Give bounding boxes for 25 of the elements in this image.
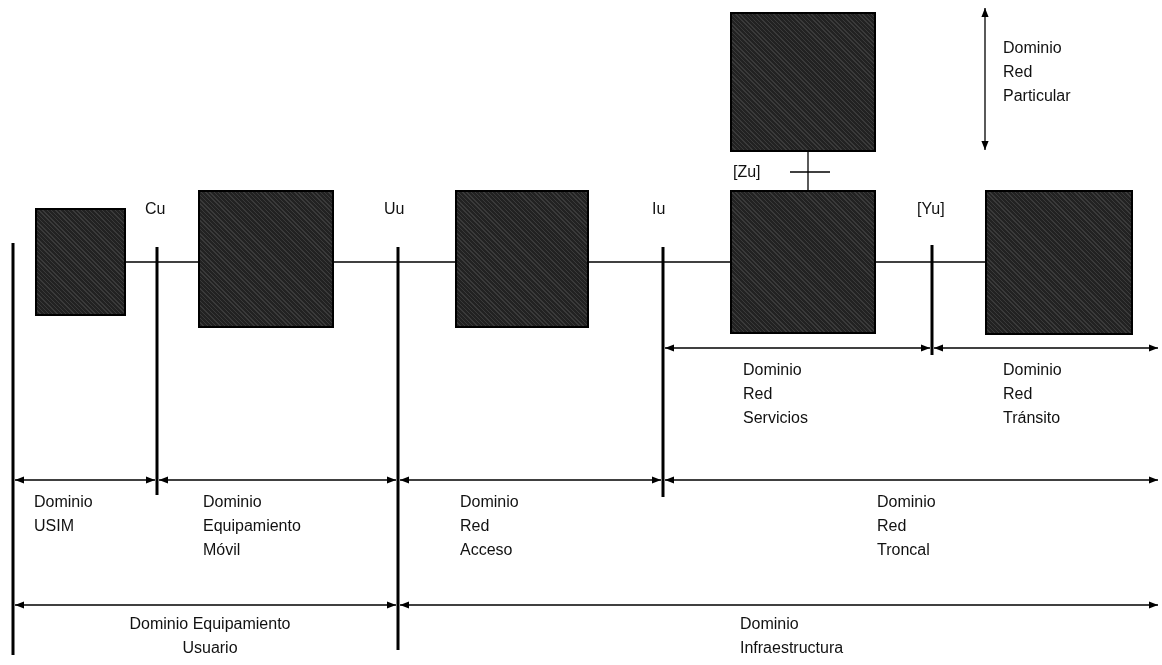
domain-label: Dominio Red Particular [1003,38,1071,106]
connector-line [125,261,199,263]
interface-label: [Yu] [917,199,945,219]
connector-line [588,261,731,263]
domain-label: Dominio Red Servicios [743,360,808,428]
interface-label: Cu [145,199,166,219]
connector-line [333,261,456,263]
filled-block [985,190,1133,335]
domain-label: Dominio Equipamiento Móvil [203,492,301,560]
connector-line [875,261,986,263]
domain-label: Dominio USIM [34,492,93,536]
filled-block [35,208,126,316]
domain-label: Dominio Red Troncal [877,492,936,560]
filled-block [198,190,334,328]
interface-label: Uu [384,199,405,219]
domain-label: Dominio Red Acceso [460,492,519,560]
domain-label: Dominio Red Tránsito [1003,360,1062,428]
interface-label: [Zu] [733,162,761,182]
filled-block [730,190,876,334]
domain-label: Dominio Infraestructura [740,614,844,658]
interface-label: Iu [652,199,666,219]
connector-line [807,151,809,191]
domain-label: Dominio Equipamiento Usuario [128,614,292,658]
filled-block [455,190,589,328]
filled-block [730,12,876,152]
